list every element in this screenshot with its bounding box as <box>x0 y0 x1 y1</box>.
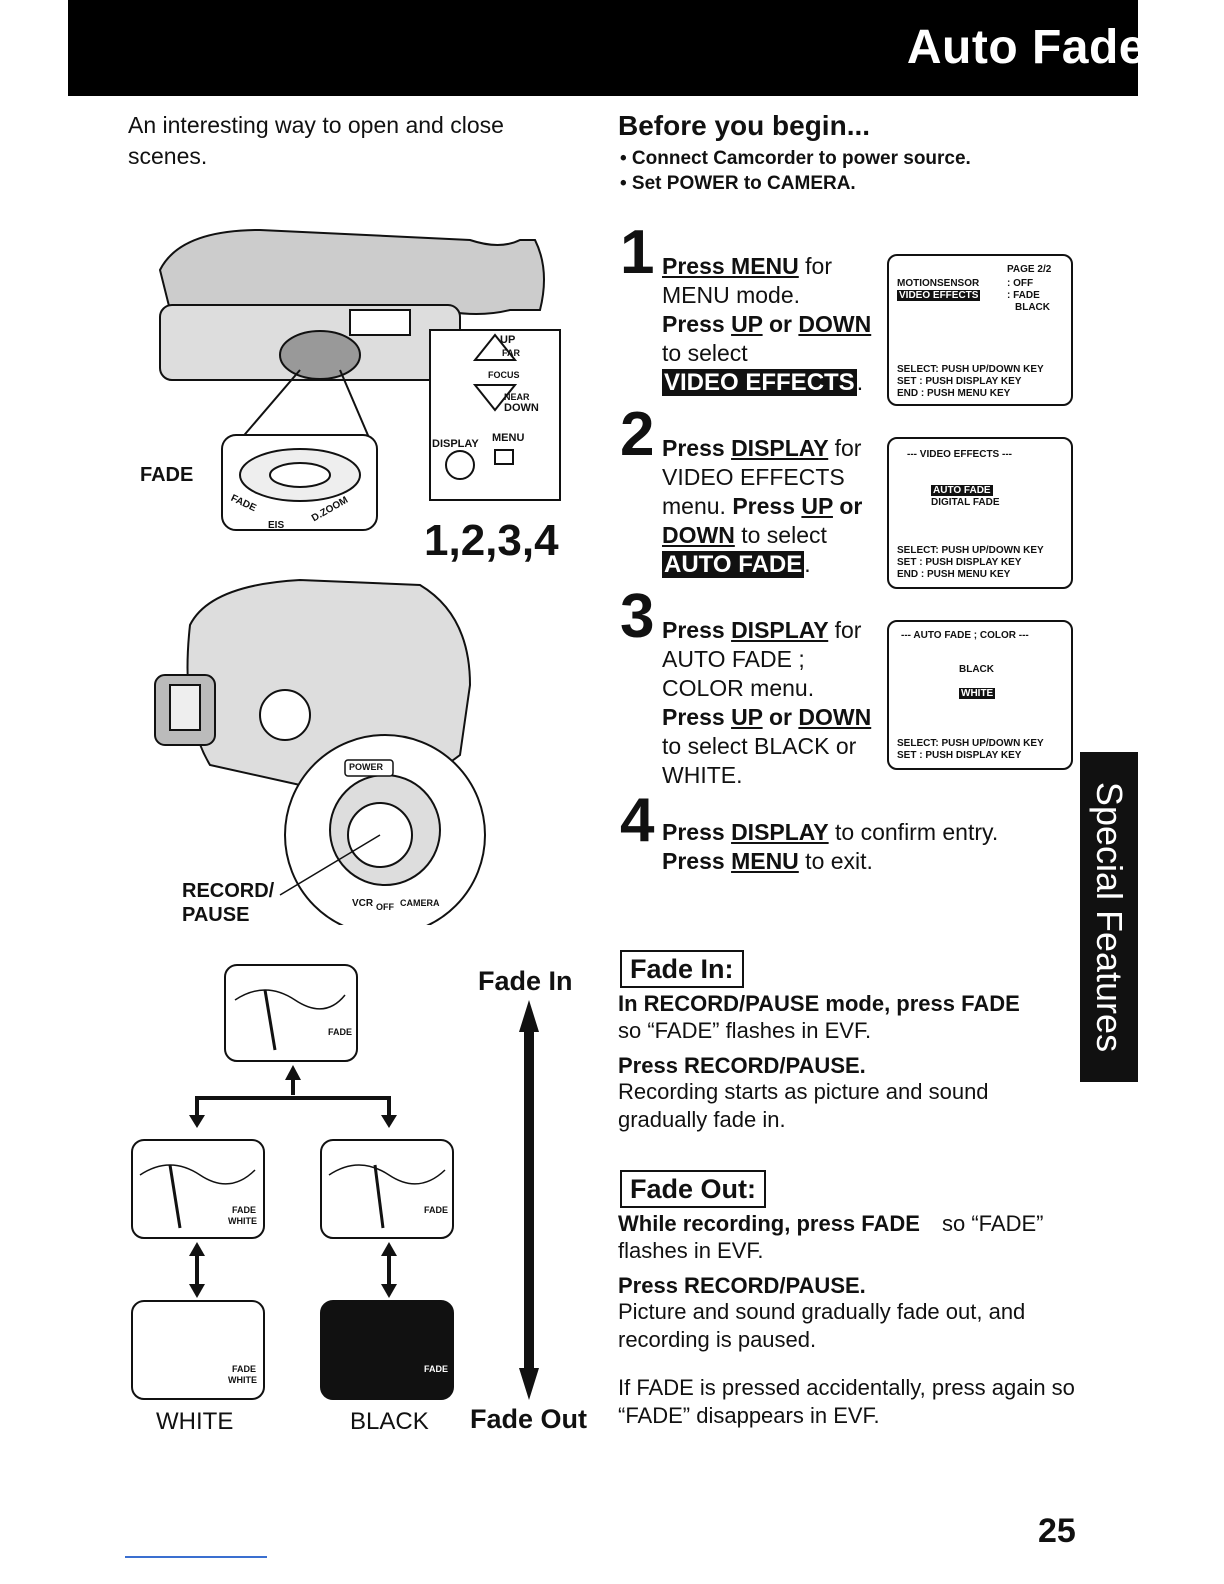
intro-text: An interesting way to open and close sce… <box>128 112 504 169</box>
lcd2-auto-fade: AUTO FADE <box>931 485 993 496</box>
switch-off-label: OFF <box>376 902 394 912</box>
osd-fade-black-2: FADE <box>424 1364 449 1374</box>
far-label: FAR <box>502 348 520 358</box>
white-label: WHITE <box>156 1408 234 1435</box>
lcd2-set: SET : PUSH DISPLAY KEY <box>897 557 1022 568</box>
camcorder-top-illustration <box>158 228 561 531</box>
bullet-power-source: • Connect Camcorder to power source. <box>620 148 971 169</box>
menu-label: MENU <box>492 432 525 444</box>
near-label: NEAR <box>504 392 530 402</box>
page-header <box>68 0 1138 96</box>
fade-flow-diagram <box>131 964 539 1400</box>
page-title: Auto Fade <box>906 21 1146 74</box>
step-references: 1,2,3,4 <box>424 516 559 565</box>
lcd-auto-fade-color: --- AUTO FADE ; COLOR --- BLACK WHITE SE… <box>887 620 1073 770</box>
osd-fade-white-2: FADE <box>232 1364 257 1374</box>
fade-in-step1-bold: In RECORD/PAUSE mode, press FADE <box>618 991 1020 1016</box>
step-3-text: Press DISPLAY for AUTO FADE ; COLOR menu… <box>662 617 872 788</box>
fade-out-label: Fade Out <box>470 1404 588 1434</box>
side-tab-label: Special Features <box>1089 781 1130 1053</box>
osd-fade-top: FADE <box>328 1027 353 1037</box>
lcd1-row2-label: VIDEO EFFECTS <box>897 290 981 301</box>
fade-out-step1-bold: While recording, press FADE <box>618 1211 920 1236</box>
record-label: RECORD/ <box>182 880 275 902</box>
lcd3-title: --- AUTO FADE ; COLOR --- <box>901 630 1029 641</box>
bullet-power-camera: • Set POWER to CAMERA. <box>620 173 856 194</box>
fade-in-step2-text: Recording starts as picture and sound gr… <box>618 1079 989 1132</box>
lcd1-row1-label: MOTIONSENSOR <box>897 278 980 289</box>
step-2-text: Press DISPLAY for VIDEO EFFECTS menu. Pr… <box>662 435 863 578</box>
switch-camera-label: CAMERA <box>400 898 440 908</box>
lcd3-white: WHITE <box>959 688 996 699</box>
lcd3-black: BLACK <box>959 664 994 675</box>
fade-out-heading: Fade Out: <box>620 1170 766 1208</box>
up-label: UP <box>500 334 516 346</box>
focus-label: FOCUS <box>488 370 520 380</box>
lcd2-end: END : PUSH MENU KEY <box>897 569 1011 580</box>
section-side-tab: Special Features <box>1080 752 1138 1082</box>
fade-callout-label: FADE <box>140 464 194 486</box>
lcd1-row1-value: : OFF <box>1007 278 1034 289</box>
black-label: BLACK <box>350 1408 429 1435</box>
lcd3-set: SET : PUSH DISPLAY KEY <box>897 750 1022 761</box>
lcd2-digital-fade: DIGITAL FADE <box>931 497 1000 508</box>
lcd1-page: PAGE 2/2 <box>1007 264 1052 275</box>
page-number: 25 <box>1038 1512 1076 1550</box>
osd-white-1: WHITE <box>228 1216 257 1226</box>
lcd2-title: --- VIDEO EFFECTS --- <box>907 449 1012 460</box>
lcd1-set: SET : PUSH DISPLAY KEY <box>897 376 1022 387</box>
fade-in-step2-bold: Press RECORD/PAUSE. <box>618 1053 866 1078</box>
step-4-number: 4 <box>620 786 655 855</box>
osd-fade-white-1: FADE <box>232 1205 257 1215</box>
lcd1-end: END : PUSH MENU KEY <box>897 388 1011 399</box>
step-1-number: 1 <box>620 218 655 287</box>
step-2-number: 2 <box>620 400 655 469</box>
fade-out-step1-tail: so “FADE” <box>942 1211 1044 1236</box>
before-you-begin-title: Before you begin... <box>618 110 871 141</box>
fade-in-label: Fade In <box>478 966 573 996</box>
fade-out-step2-bold: Press RECORD/PAUSE. <box>618 1273 866 1298</box>
fade-out-step1-text: flashes in EVF. <box>618 1238 764 1263</box>
footer-rule <box>125 1556 267 1558</box>
step-3-number: 3 <box>620 582 655 651</box>
pause-label: PAUSE <box>182 904 250 926</box>
step-1-text: Press MENU for MENU mode. Press UP or DO… <box>662 253 872 396</box>
lcd-video-effects: --- VIDEO EFFECTS --- AUTO FADE DIGITAL … <box>887 437 1073 589</box>
osd-fade-black-1: FADE <box>424 1205 449 1215</box>
power-label: POWER <box>349 762 384 772</box>
fade-in-step1-text: so “FADE” flashes in EVF. <box>618 1018 872 1043</box>
lcd1-select: SELECT: PUSH UP/DOWN KEY <box>897 364 1044 375</box>
lcd-menu-page: PAGE 2/2 MOTIONSENSOR : OFF VIDEO EFFECT… <box>887 254 1073 406</box>
fade-out-step2-text: Picture and sound gradually fade out, an… <box>618 1299 1026 1352</box>
down-label: DOWN <box>504 402 539 414</box>
fade-in-heading: Fade In: <box>620 950 744 988</box>
lcd1-row2-value: : FADE <box>1007 290 1040 301</box>
display-label: DISPLAY <box>432 438 479 450</box>
lcd2-select: SELECT: PUSH UP/DOWN KEY <box>897 545 1044 556</box>
osd-white-2: WHITE <box>228 1375 257 1385</box>
lcd1-row3: BLACK <box>1015 302 1050 313</box>
switch-vcr-label: VCR <box>352 898 374 909</box>
camcorder-power-illustration <box>154 578 486 925</box>
lcd3-select: SELECT: PUSH UP/DOWN KEY <box>897 738 1044 749</box>
dial-eis-label: EIS <box>268 520 285 531</box>
step-4-text: Press DISPLAY to confirm entry. Press ME… <box>662 819 999 874</box>
fade-accident-note: If FADE is pressed accidentally, press a… <box>618 1375 1075 1428</box>
